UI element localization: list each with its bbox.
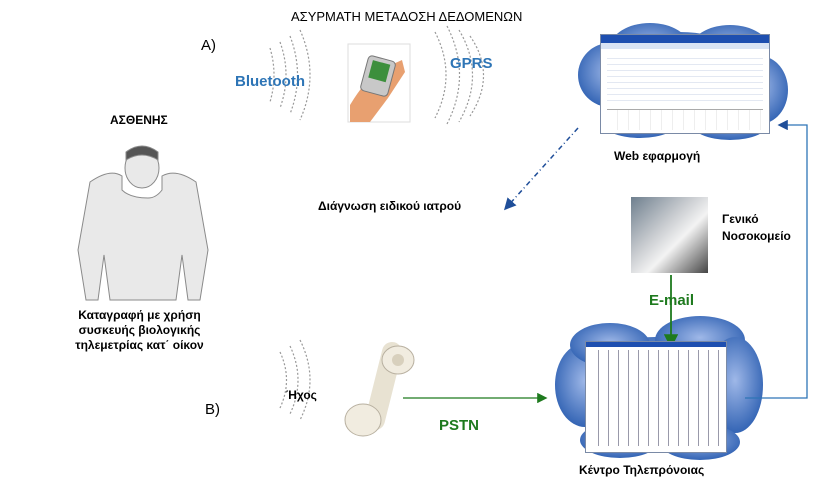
route-a-label: A) [201, 37, 216, 54]
patient-label: ΑΣΘΕΝΗΣ [110, 113, 168, 127]
hospital-doctor-photo [631, 197, 708, 273]
patient-figure [77, 145, 209, 301]
email-label: E-mail [649, 292, 695, 309]
pda-device-icon [347, 43, 411, 123]
telecare-to-web-arrow [745, 119, 808, 399]
diagram-title: ΑΣΥΡΜΑΤΗ ΜΕΤΑΔΟΣΗ ΔΕΔΟΜΕΝΩΝ [291, 9, 523, 24]
web-app-label: Web εφαρμογή [614, 149, 701, 163]
web-application-screenshot [600, 34, 770, 134]
telecare-label: Κέντρο Τηλεπρόνοιας [579, 463, 705, 477]
hospital-line-1: Γενικό [722, 212, 759, 226]
diagnosis-label: Διάγνωση ειδικού ιατρού [318, 199, 462, 213]
recording-line-1: Καταγραφή με χρήση [78, 308, 201, 322]
bluetooth-label: Bluetooth [235, 73, 305, 90]
wireless-waves [269, 25, 485, 421]
sound-label: Ήχος [286, 388, 317, 402]
ecg-screenshot [585, 341, 727, 453]
gprs-label: GPRS [450, 55, 493, 72]
route-b-label: B) [205, 401, 220, 418]
recording-line-2: συσκευής βιολογικής [78, 323, 201, 337]
hospital-line-2: Νοσοκομείο [722, 229, 791, 243]
telephone-handset-icon [344, 342, 415, 437]
recording-line-3: τηλεμετρίας κατ΄ οίκον [75, 338, 204, 352]
diagnosis-arrow [503, 127, 579, 211]
pstn-label: PSTN [439, 417, 480, 434]
recording-label: Καταγραφή με χρήση συσκευής βιολογικής τ… [52, 308, 227, 353]
hospital-label: Γενικό Νοσοκομείο [722, 211, 791, 245]
